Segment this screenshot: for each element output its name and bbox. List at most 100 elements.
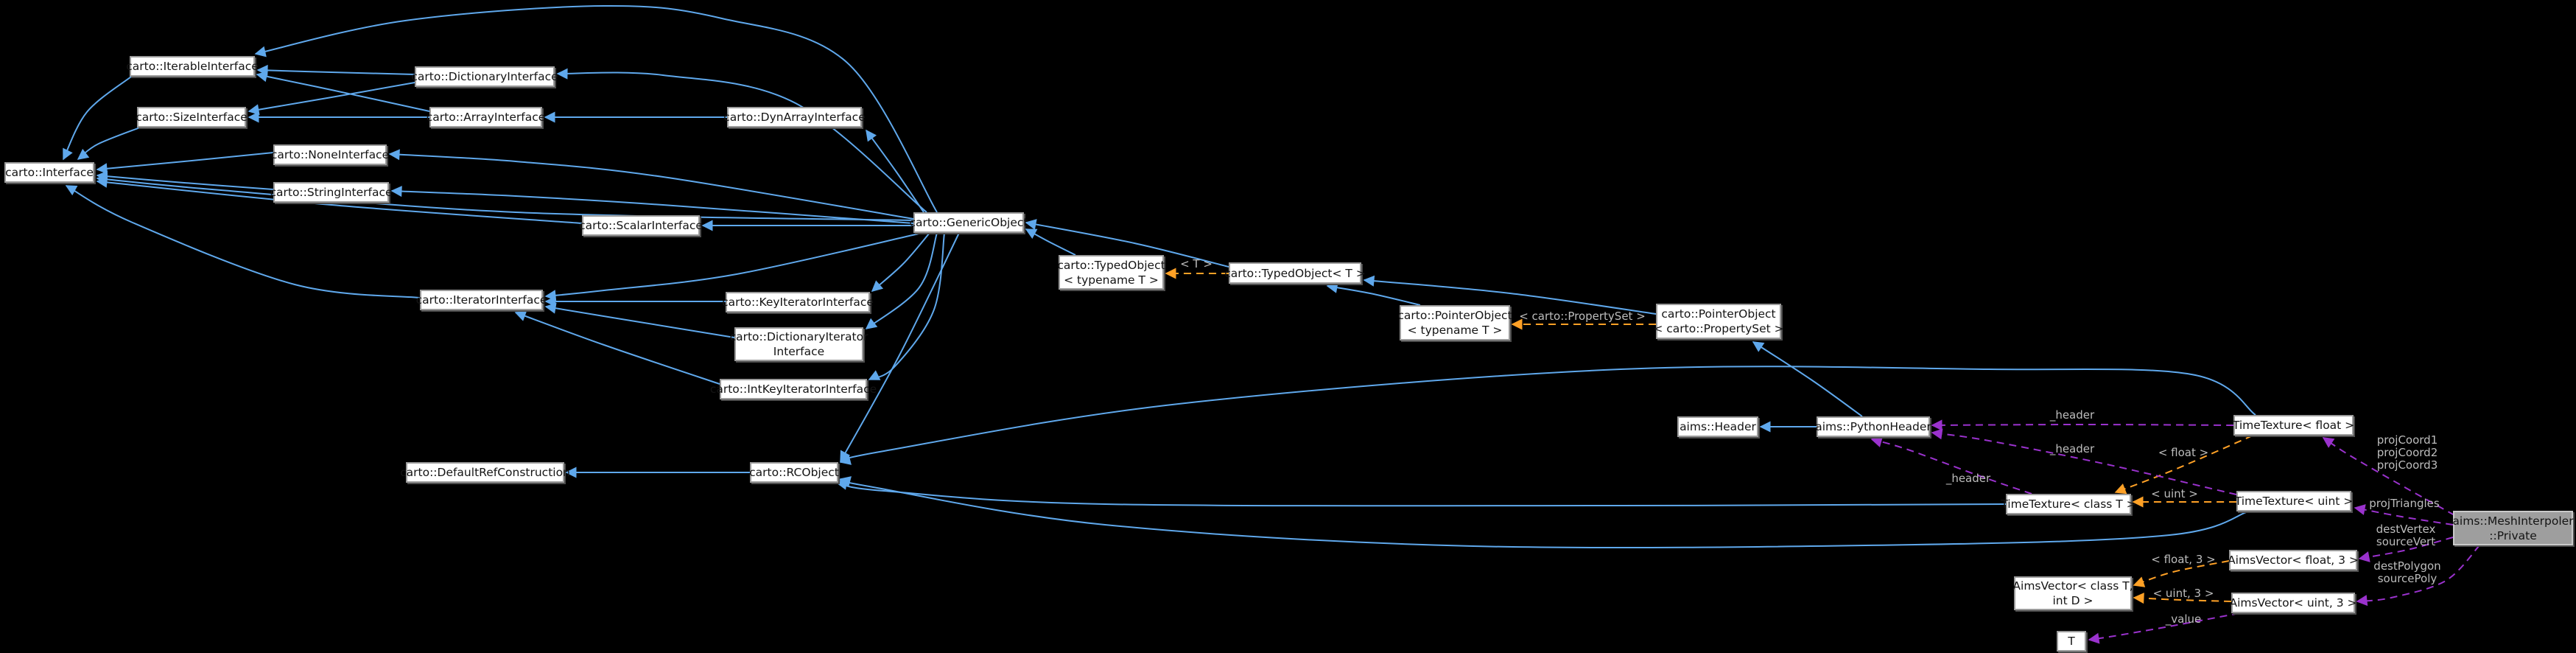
edge-generic-to-iterable: [254, 4, 938, 213]
node-label: carto::DictionaryInterface: [411, 70, 558, 83]
node-label: < typename T >: [1064, 273, 1159, 287]
node-label: TimeTexture< class T >: [2001, 497, 2136, 511]
edge-label-private-to-aimsvector_float3-0: destVertex: [2376, 523, 2436, 536]
edge-none-to-interface: [96, 152, 274, 175]
node-keyiterator[interactable]: carto::KeyIteratorInterface: [722, 292, 874, 312]
node-interface[interactable]: carto::Interface: [4, 162, 94, 183]
edge-timetexture_uint-to-pythonheader: [1931, 428, 2237, 495]
node-none[interactable]: carto::NoneInterface: [271, 144, 389, 165]
node-iterator[interactable]: carto::IteratorInterface: [416, 290, 547, 310]
node-pythonheader[interactable]: aims::PythonHeader: [1815, 416, 1931, 437]
node-label: ::Private: [2489, 528, 2537, 542]
edge-intkeyiterator-to-iterator: [514, 310, 720, 385]
node-aimsvector_tpl[interactable]: AimsVector< class T,int D >: [2012, 576, 2133, 610]
node-label: carto::DictionaryIterator: [729, 330, 868, 343]
node-t[interactable]: T: [2057, 631, 2086, 652]
node-label: T: [2068, 635, 2075, 648]
node-array[interactable]: carto::ArrayInterface: [427, 107, 545, 128]
node-scalar[interactable]: carto::ScalarInterface: [579, 215, 703, 236]
node-label: carto::RCObject: [749, 466, 839, 479]
node-label: carto::ArrayInterface: [426, 111, 546, 124]
edge-label-private-to-timetexture_float-1: projCoord2: [2377, 446, 2438, 459]
node-label: aims::PythonHeader: [1815, 420, 1931, 433]
edge-dictionary-to-size: [248, 82, 415, 116]
edge-size-to-interface: [77, 127, 141, 160]
edge-generic-to-string: [390, 186, 914, 224]
edge-array-to-iterable: [256, 71, 430, 112]
node-typedobject_tpl[interactable]: carto::TypedObject< typename T >: [1057, 255, 1165, 290]
node-aimsvector_float3[interactable]: AimsVector< float, 3 >: [2228, 550, 2359, 570]
edge-timetexture_uint-to-rcobject: [839, 476, 2249, 549]
node-timetexture_classt[interactable]: TimeTexture< class T >: [2001, 494, 2136, 514]
node-label: < typename T >: [1407, 324, 1503, 337]
node-label: AimsVector< uint, 3 >: [2229, 596, 2357, 610]
node-label: aims::Header: [1680, 420, 1756, 433]
edge-timetexture_float-to-timetexture_classt: [2114, 435, 2253, 495]
node-label: carto::TypedObject: [1057, 258, 1165, 272]
node-size[interactable]: carto::SizeInterface: [136, 107, 248, 128]
node-label: TimeTexture< uint >: [2234, 495, 2354, 508]
edge-label-aimsvector_uint3-to-t: _value: [2165, 612, 2201, 626]
node-dictionary[interactable]: carto::DictionaryInterface: [411, 66, 558, 87]
node-label: aims::MeshInterpoler: [2452, 514, 2574, 528]
edge-aimsvector_uint3-to-aimsvector_tpl: [2133, 593, 2232, 604]
node-iterable[interactable]: carto::IterableInterface: [126, 56, 259, 77]
edge-timetexture_classt-to-pythonheader: [1870, 436, 2032, 495]
edge-label-private-to-aimsvector_uint3-1: sourcePoly: [2378, 572, 2438, 585]
edge-label-timetexture_uint-to-timetexture_classt: < uint >: [2151, 487, 2198, 500]
node-label: carto::StringInterface: [270, 186, 393, 199]
edge-typedobject_t-to-generic: [1025, 219, 1229, 268]
edge-private-to-timetexture_float: [2322, 437, 2455, 516]
edge-pointerobject_ps-to-typedobject_t: [1363, 275, 1657, 315]
edge-scalar-to-interface: [96, 176, 583, 224]
node-private: aims::MeshInterpoler::Private: [2452, 511, 2574, 545]
node-typedobject_t[interactable]: carto::TypedObject< T >: [1224, 262, 1366, 284]
edge-generic-to-keyiterator: [871, 232, 930, 292]
edge-label-private-to-timetexture_uint: projTriangles: [2369, 497, 2440, 510]
edge-label-timetexture_uint-to-pythonheader: _header: [2049, 442, 2095, 456]
node-label: carto::PointerObject: [1661, 307, 1776, 321]
node-generic[interactable]: carto::GenericObject: [910, 212, 1028, 233]
edge-label-private-to-aimsvector_float3-1: sourceVert: [2376, 535, 2435, 548]
node-defaultref[interactable]: carto::DefaultRefConstruction: [400, 462, 570, 483]
node-rcobject[interactable]: carto::RCObject: [749, 462, 839, 483]
node-aimsvector_uint3[interactable]: AimsVector< uint, 3 >: [2229, 593, 2357, 613]
node-label: AimsVector< float, 3 >: [2228, 554, 2359, 567]
node-label: carto::Interface: [5, 166, 94, 179]
edge-label-aimsvector_float3-to-aimsvector_tpl: < float, 3 >: [2151, 553, 2215, 566]
edge-iterable-to-interface: [63, 76, 132, 161]
node-label: carto::IteratorInterface: [415, 293, 547, 307]
node-label: Interface: [773, 345, 825, 358]
edge-label-private-to-timetexture_float-0: projCoord1: [2377, 433, 2438, 447]
node-label: carto::TypedObject< T >: [1224, 266, 1366, 280]
edge-generic-to-interface: [96, 173, 914, 221]
node-dynarray[interactable]: carto::DynArrayInterface: [723, 107, 866, 128]
edge-typedobject_tpl-to-generic: [1025, 228, 1076, 256]
edge-label-private-to-timetexture_float-2: projCoord3: [2377, 458, 2438, 472]
node-aims_header[interactable]: aims::Header: [1677, 416, 1758, 437]
edge-timetexture_classt-to-rcobject: [835, 478, 2007, 507]
edge-iterator-to-interface: [65, 185, 421, 298]
node-pointerobject_tpl[interactable]: carto::PointerObject< typename T >: [1397, 305, 1512, 341]
edge-pointerobject_tpl-to-typedobject_t: [1326, 282, 1421, 306]
node-intkeyiterator[interactable]: carto::IntKeyIteratorInterface: [710, 379, 877, 399]
edge-aimsvector_float3-to-aimsvector_tpl: [2133, 560, 2230, 587]
edge-label-aimsvector_uint3-to-aimsvector_tpl: < uint, 3 >: [2153, 587, 2214, 600]
node-label: AimsVector< class T,: [2012, 579, 2133, 593]
edge-generic-to-intkeyiterator: [868, 232, 945, 380]
edge-aimsvector_uint3-to-t: [2088, 612, 2240, 644]
edge-generic-to-dictiterator: [865, 232, 938, 329]
edge-dictiterator-to-iterator: [544, 302, 735, 338]
node-label: TimeTexture< float >: [2232, 419, 2355, 432]
edge-private-to-aimsvector_uint3: [2356, 545, 2480, 607]
node-label: carto::IntKeyIteratorInterface: [709, 383, 877, 396]
node-timetexture_uint[interactable]: TimeTexture< uint >: [2234, 491, 2354, 511]
node-timetexture_float[interactable]: TimeTexture< float >: [2233, 415, 2354, 436]
node-label: carto::GenericObject: [909, 216, 1028, 229]
node-label: carto::IterableInterface: [126, 60, 259, 73]
node-pointerobject_ps[interactable]: carto::PointerObject< carto::PropertySet…: [1653, 304, 1784, 339]
node-string[interactable]: carto::StringInterface: [270, 182, 393, 203]
